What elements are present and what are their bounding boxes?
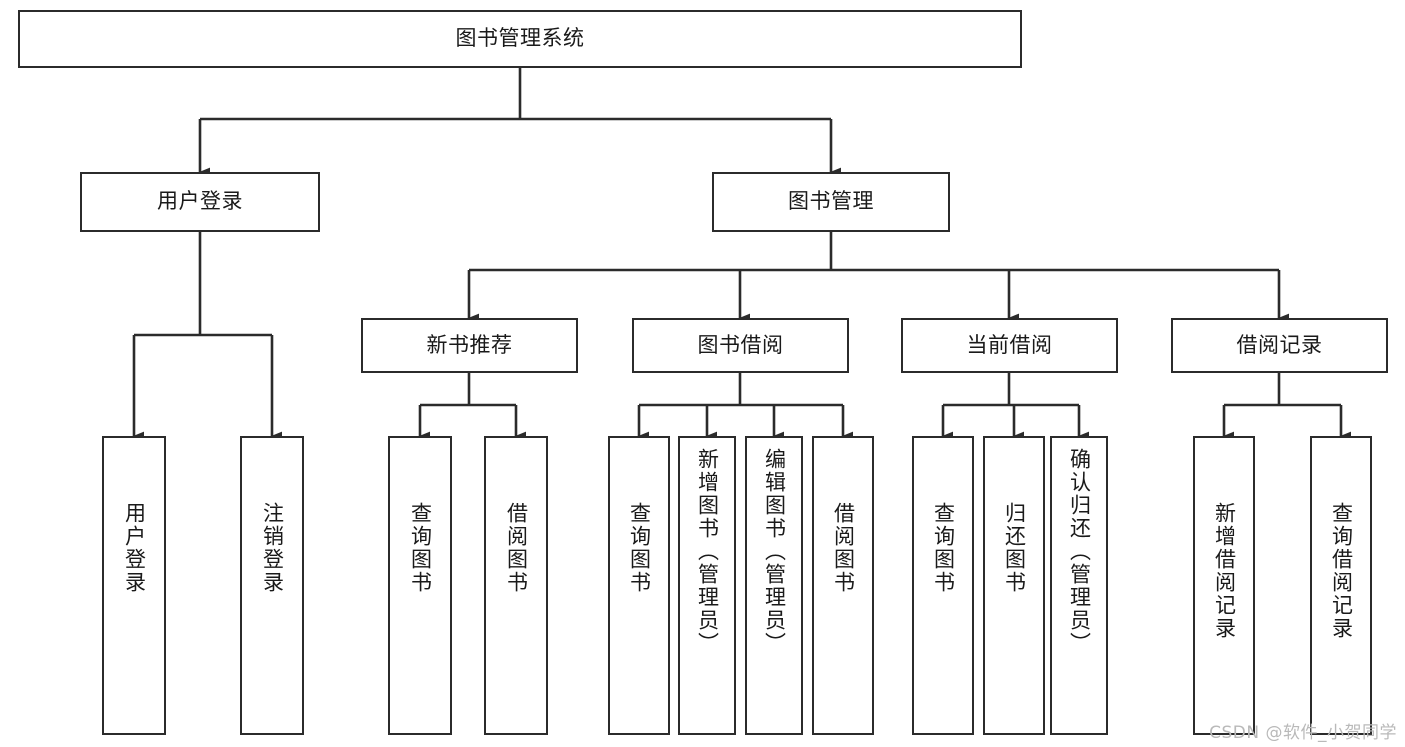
node-book-borrow[interactable]: 图书借阅 [632,318,849,373]
node-label: 查询图书 [931,502,956,594]
node-label: 新增借阅记录 [1212,502,1237,640]
node-label: 编辑图书（管理员） [762,448,787,655]
node-leaf-query-book-1[interactable]: 查询图书 [388,436,452,735]
node-leaf-edit-book-admin[interactable]: 编辑图书（管理员） [745,436,803,735]
node-label: 图书借阅 [697,332,784,357]
node-leaf-return-book[interactable]: 归还图书 [983,436,1045,735]
node-borrow-record[interactable]: 借阅记录 [1171,318,1388,373]
node-new-book-recommend[interactable]: 新书推荐 [361,318,578,373]
node-label: 借阅图书 [831,502,856,594]
node-label: 新书推荐 [426,332,513,357]
node-label: 图书管理系统 [455,26,585,51]
node-leaf-logout-login[interactable]: 注销登录 [240,436,304,735]
node-label: 查询借阅记录 [1329,502,1354,640]
node-label: 图书管理 [788,189,874,214]
node-label: 借阅记录 [1236,332,1323,357]
node-leaf-borrow-book-2[interactable]: 借阅图书 [812,436,874,735]
node-label: 查询图书 [408,502,433,594]
node-label: 用户登录 [122,502,147,594]
node-leaf-user-login[interactable]: 用户登录 [102,436,166,735]
node-book-manage[interactable]: 图书管理 [712,172,950,232]
node-label: 借阅图书 [504,502,529,594]
node-leaf-add-borrow-record[interactable]: 新增借阅记录 [1193,436,1255,735]
node-label: 归还图书 [1002,502,1027,594]
node-label: 用户登录 [157,189,243,214]
edge-group [132,68,1352,441]
node-label: 确认归还（管理员） [1067,448,1092,655]
node-leaf-query-book-2[interactable]: 查询图书 [608,436,670,735]
node-current-borrow[interactable]: 当前借阅 [901,318,1118,373]
node-leaf-query-book-3[interactable]: 查询图书 [912,436,974,735]
watermark-text: CSDN @软件_小贺同学 [1209,723,1397,743]
node-label: 新增图书（管理员） [695,448,720,655]
node-label: 当前借阅 [966,332,1053,357]
node-leaf-borrow-book-1[interactable]: 借阅图书 [484,436,548,735]
node-user-login[interactable]: 用户登录 [80,172,320,232]
node-leaf-add-book-admin[interactable]: 新增图书（管理员） [678,436,736,735]
node-leaf-confirm-return-admin[interactable]: 确认归还（管理员） [1050,436,1108,735]
node-label: 注销登录 [260,502,285,594]
node-leaf-query-borrow-record[interactable]: 查询借阅记录 [1310,436,1372,735]
node-root[interactable]: 图书管理系统 [18,10,1022,68]
node-label: 查询图书 [627,502,652,594]
